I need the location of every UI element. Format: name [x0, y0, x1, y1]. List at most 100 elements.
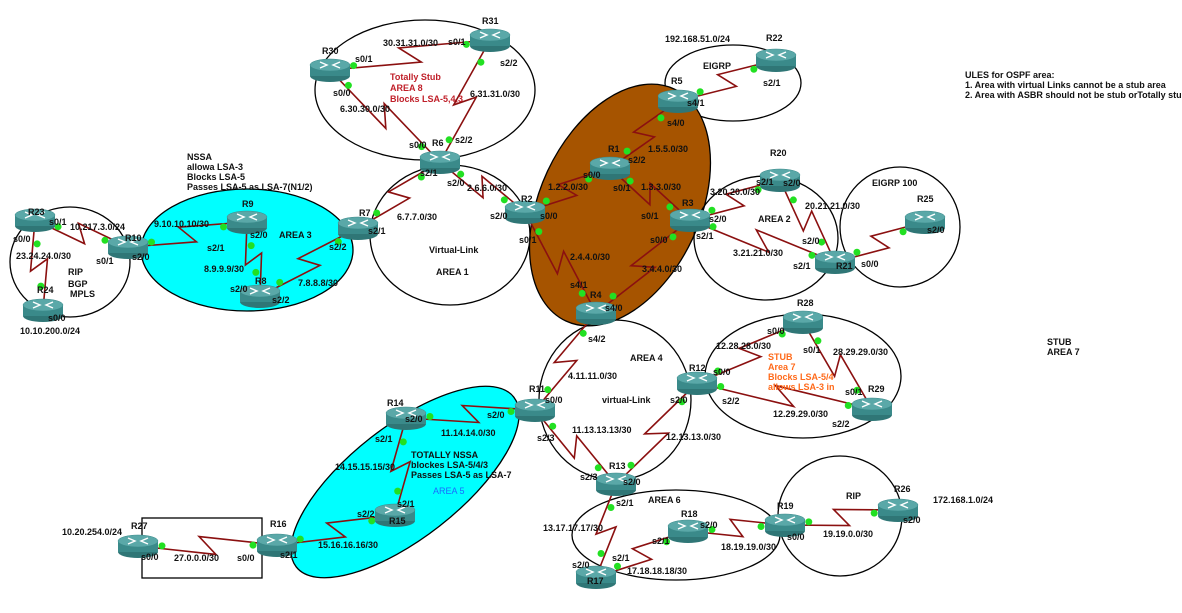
link-line[interactable]	[439, 161, 526, 213]
router-r28[interactable]	[782, 310, 824, 334]
router-body[interactable]	[575, 565, 617, 589]
link-line[interactable]	[329, 69, 441, 163]
link-line[interactable]	[534, 409, 617, 485]
serial-link-r15-r16[interactable]	[276, 514, 396, 546]
serial-link-r12-r13[interactable]	[615, 382, 698, 485]
link-line[interactable]	[784, 508, 899, 527]
link-line[interactable]	[329, 39, 491, 71]
router-r10[interactable]	[107, 235, 149, 259]
serial-link-r4-r11[interactable]	[534, 312, 597, 411]
link-line[interactable]	[244, 221, 263, 297]
router-body[interactable]	[764, 513, 806, 537]
link-line[interactable]	[276, 514, 396, 546]
router-r11[interactable]	[514, 398, 556, 422]
serial-link-r3-r4[interactable]	[595, 219, 691, 314]
router-r8[interactable]	[239, 284, 281, 308]
router-r21[interactable]	[814, 250, 856, 274]
serial-link-r31-r6[interactable]	[439, 39, 491, 163]
link-line[interactable]	[689, 219, 836, 263]
serial-link-r20-r21[interactable]	[779, 179, 836, 263]
router-body[interactable]	[504, 200, 546, 224]
router-r30[interactable]	[309, 58, 351, 82]
router-body[interactable]	[851, 397, 893, 421]
router-body[interactable]	[385, 406, 427, 430]
serial-link-r14-r11[interactable]	[405, 404, 536, 424]
serial-link-r17-r18[interactable]	[595, 530, 689, 578]
serial-link-r11-r13[interactable]	[534, 409, 617, 485]
router-r1[interactable]	[589, 156, 631, 180]
link-line[interactable]	[834, 221, 926, 263]
router-body[interactable]	[755, 48, 797, 72]
router-body[interactable]	[117, 534, 159, 558]
serial-link-r6-r2[interactable]	[439, 161, 526, 213]
router-body[interactable]	[337, 216, 379, 240]
serial-link-r27-r16[interactable]	[137, 535, 278, 556]
link-line[interactable]	[259, 227, 359, 297]
router-body[interactable]	[589, 156, 631, 180]
router-body[interactable]	[374, 503, 416, 527]
router-body[interactable]	[657, 89, 699, 113]
link-line[interactable]	[405, 404, 536, 424]
link-line[interactable]	[595, 530, 689, 578]
serial-link-r2-r1[interactable]	[524, 167, 611, 213]
serial-link-r30-r31[interactable]	[329, 39, 491, 71]
router-r13[interactable]	[595, 472, 637, 496]
serial-link-r6-r7[interactable]	[357, 161, 441, 229]
serial-link-r3-r20[interactable]	[689, 179, 781, 221]
router-r5[interactable]	[657, 89, 699, 113]
router-r3[interactable]	[669, 208, 711, 232]
router-r27[interactable]	[117, 534, 159, 558]
router-body[interactable]	[877, 498, 919, 522]
link-line[interactable]	[357, 161, 441, 229]
router-r25[interactable]	[904, 210, 946, 234]
router-body[interactable]	[669, 208, 711, 232]
link-line[interactable]	[595, 219, 691, 314]
router-r23[interactable]	[14, 208, 56, 232]
router-body[interactable]	[759, 168, 801, 192]
router-body[interactable]	[904, 210, 946, 234]
router-body[interactable]	[239, 284, 281, 308]
router-body[interactable]	[814, 250, 856, 274]
serial-link-r10-r9[interactable]	[127, 221, 248, 248]
link-line[interactable]	[389, 417, 412, 516]
router-r2[interactable]	[504, 200, 546, 224]
serial-link-r5-r22[interactable]	[677, 59, 777, 102]
router-body[interactable]	[309, 58, 351, 82]
router-r16[interactable]	[256, 533, 298, 557]
link-line[interactable]	[29, 219, 49, 311]
router-body[interactable]	[419, 150, 461, 174]
serial-link-r12-r28[interactable]	[696, 321, 804, 384]
router-r26[interactable]	[877, 498, 919, 522]
router-body[interactable]	[782, 310, 824, 334]
serial-link-r14-r15[interactable]	[389, 417, 412, 516]
link-line[interactable]	[696, 321, 804, 384]
link-line[interactable]	[609, 167, 691, 221]
router-body[interactable]	[107, 235, 149, 259]
serial-link-r28-r29[interactable]	[802, 321, 873, 410]
serial-link-r9-r8[interactable]	[244, 221, 263, 297]
serial-link-r23-r24[interactable]	[29, 219, 49, 311]
link-line[interactable]	[524, 167, 611, 213]
router-r31[interactable]	[469, 28, 511, 52]
serial-link-r1-r5[interactable]	[609, 100, 679, 169]
router-body[interactable]	[676, 371, 718, 395]
router-r29[interactable]	[851, 397, 893, 421]
router-r24[interactable]	[22, 298, 64, 322]
link-line[interactable]	[677, 59, 777, 102]
router-body[interactable]	[226, 210, 268, 234]
serial-link-r13-r17[interactable]	[594, 483, 618, 578]
router-r14[interactable]	[385, 406, 427, 430]
router-body[interactable]	[514, 398, 556, 422]
router-body[interactable]	[575, 301, 617, 325]
serial-link-r12-r29[interactable]	[696, 382, 873, 410]
router-r22[interactable]	[755, 48, 797, 72]
link-line[interactable]	[137, 535, 278, 556]
router-r19[interactable]	[764, 513, 806, 537]
serial-link-r30-r6[interactable]	[329, 69, 441, 163]
link-line[interactable]	[609, 100, 679, 169]
link-line[interactable]	[594, 483, 618, 578]
router-body[interactable]	[256, 533, 298, 557]
link-line[interactable]	[34, 219, 129, 248]
link-line[interactable]	[127, 221, 248, 248]
router-r17[interactable]	[575, 565, 617, 589]
